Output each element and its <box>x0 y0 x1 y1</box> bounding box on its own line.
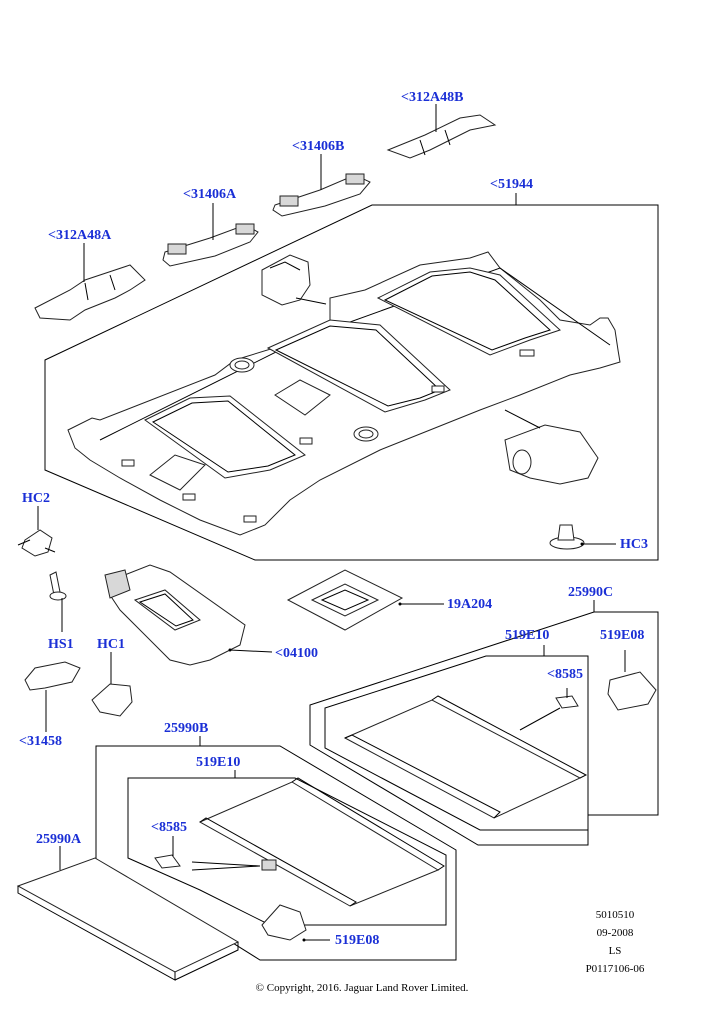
callout-25990a[interactable]: 25990A <box>36 832 82 847</box>
callout-19a204[interactable]: 19A204 <box>447 597 493 612</box>
clip-hc3 <box>549 524 616 550</box>
callout-519e08-bot[interactable]: 519E08 <box>335 933 380 948</box>
callout-25990c[interactable]: 25990C <box>568 585 614 600</box>
sunblind-group-25990c <box>309 600 659 846</box>
grab-handle-31406a <box>162 203 259 267</box>
headliner-group-bracket <box>44 193 659 561</box>
lamp-bezel-19a204 <box>286 569 444 631</box>
callout-519e10-top[interactable]: 519E10 <box>505 628 550 643</box>
load-cover-25990a <box>16 846 240 981</box>
callout-hs1[interactable]: HS1 <box>48 637 74 652</box>
callout-51944[interactable]: <51944 <box>490 177 533 192</box>
copyright-notice: © Copyright, 2016. Jaguar Land Rover Lim… <box>255 982 469 994</box>
sun-visor-04100 <box>104 564 273 666</box>
callout-519e10-bot[interactable]: 519E10 <box>196 755 241 770</box>
callout-312a48a[interactable]: <312A48A <box>48 228 112 243</box>
drawing-model: LS <box>608 945 622 957</box>
callout-31406b[interactable]: <31406B <box>292 139 345 154</box>
bracket-312a48b <box>386 104 497 159</box>
headliner-panel <box>67 251 621 536</box>
drawing-date: 09-2008 <box>596 927 634 939</box>
callout-8585-bot[interactable]: <8585 <box>151 820 187 835</box>
screw-hs1 <box>49 571 67 632</box>
callout-519e08-top[interactable]: 519E08 <box>600 628 645 643</box>
callout-04100[interactable]: <04100 <box>275 646 318 661</box>
callout-hc3[interactable]: HC3 <box>620 537 648 552</box>
drawing-number: 5010510 <box>595 909 635 921</box>
front-duct <box>504 409 599 485</box>
sunblind-group-25990b <box>95 736 457 961</box>
clip-hc1 <box>91 652 133 717</box>
callout-hc1[interactable]: HC1 <box>97 637 125 652</box>
callout-25990b[interactable]: 25990B <box>164 721 209 736</box>
rear-vent-duct <box>261 254 327 306</box>
callout-hc2[interactable]: HC2 <box>22 491 50 506</box>
callout-31458[interactable]: <31458 <box>19 734 62 749</box>
bracket-312a48a <box>34 243 146 321</box>
grab-handle-31406b <box>272 154 371 217</box>
cover-31458 <box>24 661 81 732</box>
callout-8585-top[interactable]: <8585 <box>547 667 583 682</box>
clip-hc2 <box>17 506 56 557</box>
callout-312a48b[interactable]: <312A48B <box>401 90 464 105</box>
drawing-reference: P0117106-06 <box>585 963 645 975</box>
callout-31406a[interactable]: <31406A <box>183 187 237 202</box>
